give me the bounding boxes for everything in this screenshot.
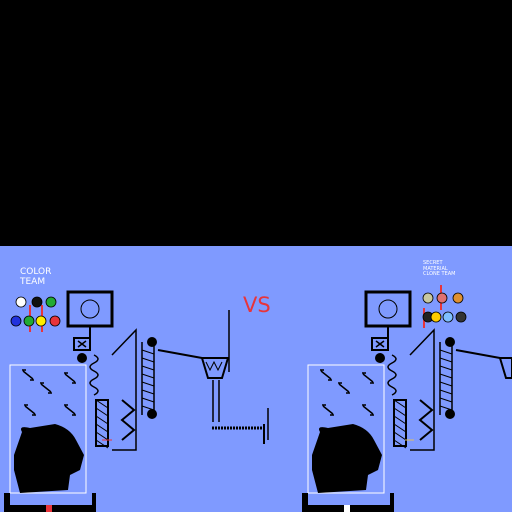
right-ladder-rung: [439, 373, 453, 379]
left-tank-bolt: [64, 404, 76, 416]
right-drive-pipe: [409, 328, 435, 451]
right-monitor-frame: [364, 290, 412, 328]
right-team-title: SECRET MATERIAL CLONE TEAM: [423, 260, 456, 277]
left-tank-bolt: [64, 372, 76, 384]
versus-label: VS: [243, 293, 271, 317]
left-valve-cross: [77, 340, 87, 348]
right-tank-bolt: [322, 404, 334, 416]
left-member-token: [10, 315, 22, 327]
right-member-token: [455, 311, 467, 323]
right-valve-cross: [375, 340, 385, 348]
right-ladder-rung: [439, 381, 453, 387]
right-ladder-rung: [439, 349, 453, 355]
right-tank-bolt: [362, 372, 374, 384]
right-member-token: [430, 311, 442, 323]
left-ladder-top-pulley: [147, 337, 157, 347]
right-tank-outline: [307, 364, 385, 494]
right-lattice-strut: [393, 439, 407, 449]
sky-area: [0, 0, 512, 246]
left-ladder-rung: [141, 357, 155, 363]
ground-area: [0, 246, 512, 512]
right-lattice-strut: [393, 415, 407, 425]
right-lattice-strut: [393, 431, 407, 441]
left-ladder-rung: [141, 365, 155, 371]
left-lattice-strut: [95, 407, 109, 417]
left-member-token: [35, 315, 47, 327]
left-tank-bolt: [22, 369, 34, 381]
left-member-token: [31, 296, 43, 308]
right-ladder-rung: [439, 397, 453, 403]
right-lattice-strut: [393, 407, 407, 417]
right-tank-bolt: [362, 404, 374, 416]
left-valve-box: [73, 337, 91, 351]
left-team-title: COLOR TEAM: [20, 267, 52, 287]
right-tank-base: [302, 493, 394, 512]
right-member-token: [422, 292, 434, 304]
right-ladder-rung: [439, 389, 453, 395]
left-member-token: [15, 296, 27, 308]
left-ladder-rung: [141, 381, 155, 387]
right-lattice-strut: [393, 399, 407, 409]
right-funnel: [498, 357, 512, 379]
left-lattice-strut: [95, 399, 109, 409]
left-ladder-rung: [141, 349, 155, 355]
right-ladder-rung: [439, 357, 453, 363]
left-monitor-dial: [80, 299, 100, 319]
right-coil-spring: [387, 354, 397, 396]
right-valve-knob: [375, 353, 385, 363]
left-member-token: [23, 315, 35, 327]
left-funnel-teeth: [205, 360, 223, 372]
left-ladder-rung: [141, 389, 155, 395]
left-monitor-frame: [66, 290, 114, 328]
right-valve-box: [371, 337, 389, 351]
left-tank-base: [4, 493, 96, 512]
left-member-token: [49, 315, 61, 327]
right-zigzag-chain: [418, 399, 434, 441]
left-track-arm: [157, 349, 203, 359]
left-base-marker: [46, 505, 52, 512]
left-ladder-rung: [141, 397, 155, 403]
left-zigzag-chain: [120, 399, 136, 441]
right-tank-bolt: [338, 382, 350, 394]
right-ladder-top-pulley: [445, 337, 455, 347]
right-member-token: [442, 311, 454, 323]
right-track-arm: [455, 349, 501, 359]
left-tank-bolt: [24, 404, 36, 416]
left-lattice-strut: [95, 415, 109, 425]
left-lattice-strut: [95, 431, 109, 441]
right-lattice-column: [393, 399, 407, 447]
right-ladder-bottom-pulley: [445, 409, 455, 419]
right-lattice-strut: [393, 423, 407, 433]
left-coil-spring: [89, 354, 99, 396]
left-tank-outline: [9, 364, 87, 494]
left-lattice-strut: [95, 423, 109, 433]
left-member-token: [45, 296, 57, 308]
left-ladder-rung: [141, 373, 155, 379]
left-funnel: [200, 357, 230, 379]
left-tank-blob: [14, 424, 84, 493]
left-tank-bolt: [40, 382, 52, 394]
right-monitor-dial: [378, 299, 398, 319]
left-valve-knob: [77, 353, 87, 363]
right-ladder-rung: [439, 365, 453, 371]
right-member-token: [452, 292, 464, 304]
right-member-token: [436, 292, 448, 304]
left-lattice-column: [95, 399, 109, 447]
left-drive-pipe: [111, 328, 137, 451]
left-ladder-bottom-pulley: [147, 409, 157, 419]
right-tank-blob: [312, 424, 382, 493]
right-base-marker: [344, 505, 350, 512]
left-lattice-strut: [95, 439, 109, 449]
right-tank-bolt: [320, 369, 332, 381]
